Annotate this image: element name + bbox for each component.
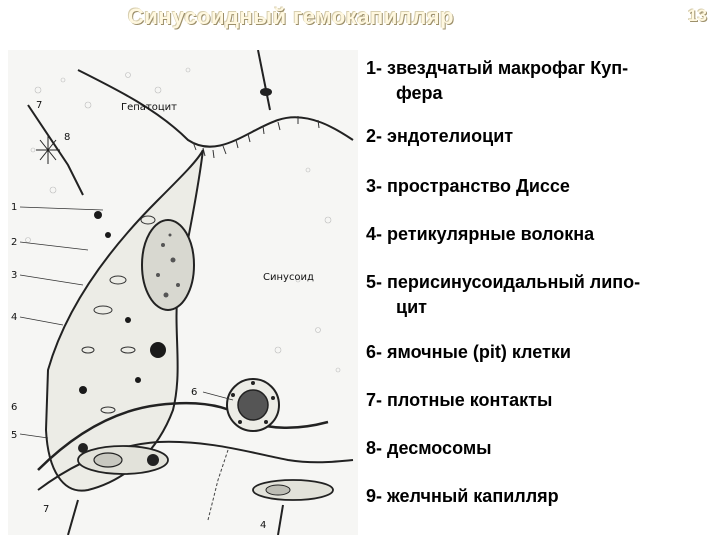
hepatocyte-label: Гепатоцит [121, 102, 177, 113]
legend-number: 4- [366, 224, 388, 244]
callout-3: 3 [11, 270, 17, 281]
desmosome-star [36, 136, 60, 164]
legend-item-7: 7- плотные контакты [366, 388, 716, 413]
macrophage-nucleus [141, 219, 195, 311]
legend-number: 9- [366, 486, 388, 506]
endothelial-lining [37, 401, 329, 471]
legend-text: ретикулярные волокна [387, 224, 595, 244]
legend-text: эндотелиоцит [387, 126, 514, 146]
organelles [81, 215, 156, 414]
bile-canaliculus-bottom-right [277, 504, 284, 535]
legend-text: плотные контакты [387, 390, 553, 410]
legend-item-8: 8- десмосомы [366, 436, 716, 461]
hepatocyte-border-top [77, 69, 354, 148]
hepatocyte-texture [25, 67, 341, 373]
callout-2: 2 [11, 237, 17, 248]
endotheliocyte-lower [252, 479, 334, 501]
callout-leaders [19, 206, 234, 439]
legend-number: 6- [366, 342, 388, 362]
slide-title: Синусоидный гемокапилляр [128, 4, 455, 29]
legend-number: 2- [366, 126, 388, 146]
legend-item-9: 9- желчный капилляр [366, 484, 716, 509]
legend-number: 5- [366, 272, 388, 292]
legend-text: ямочные (pit) клетки [387, 342, 571, 362]
callout-5: 5 [11, 430, 17, 441]
sinusoid-micrograph-drawing: Гепатоцит Синусоид 7 8 1 2 3 4 5 6 6 7 4 [8, 50, 358, 535]
cell-drawing-svg: Гепатоцит Синусоид 7 8 1 2 3 4 5 6 6 7 4 [8, 50, 358, 535]
legend-item-6: 6- ямочные (pit) клетки [366, 340, 716, 365]
callout-8: 8 [64, 132, 70, 143]
legend-text: пространство Диссе [387, 176, 570, 196]
legend-text: десмосомы [387, 438, 492, 458]
tight-junction-line [27, 104, 84, 196]
callout-4-left: 4 [11, 312, 17, 323]
sinusoid-label: Синусоид [263, 272, 314, 283]
legend-item-1: 1- звездчатый макрофаг Куп- фера [366, 56, 716, 106]
legend-number: 3- [366, 176, 388, 196]
callout-1: 1 [11, 202, 17, 213]
lipocyte-nucleus [93, 452, 123, 468]
callout-4-bottom: 4 [260, 520, 266, 531]
endotheliocyte-nucleus [265, 484, 291, 496]
legend-number: 1- [366, 58, 388, 78]
callout-6-left: 6 [11, 402, 17, 413]
legend-text: перисинусоидальный липо- [387, 272, 641, 292]
pit-cell-nucleus [237, 389, 269, 421]
legend-continuation: цит [396, 297, 427, 317]
pit-cell-granules [231, 381, 275, 424]
legend-item-5: 5- перисинусоидальный липо- цит [366, 270, 716, 320]
tight-junction-top [260, 88, 272, 96]
perisinusoidal-lipocyte [77, 445, 169, 475]
lipid-droplet [147, 454, 159, 466]
legend-item-4: 4- ретикулярные волокна [366, 222, 716, 247]
legend-text: звездчатый макрофаг Куп- [387, 58, 629, 78]
phagosomes [79, 211, 166, 394]
callout-7-bottom: 7 [43, 504, 49, 515]
legend-text: желчный капилляр [387, 486, 559, 506]
legend-continuation: фера [396, 83, 443, 103]
callout-6-upper: 6 [191, 387, 197, 398]
reticular-fiber [207, 449, 229, 521]
nucleus-chromatin [156, 233, 180, 298]
legend-item-2: 2- эндотелиоцит [366, 124, 716, 149]
legend-number: 8- [366, 438, 388, 458]
microvilli-top [192, 116, 320, 159]
legend-item-3: 3- пространство Диссе [366, 174, 716, 199]
legend-number: 7- [366, 390, 388, 410]
lipid-droplet [78, 443, 88, 453]
slide-number: 13 [688, 6, 707, 25]
callout-7-top: 7 [36, 100, 42, 111]
bile-canaliculus-bottom [67, 499, 79, 535]
